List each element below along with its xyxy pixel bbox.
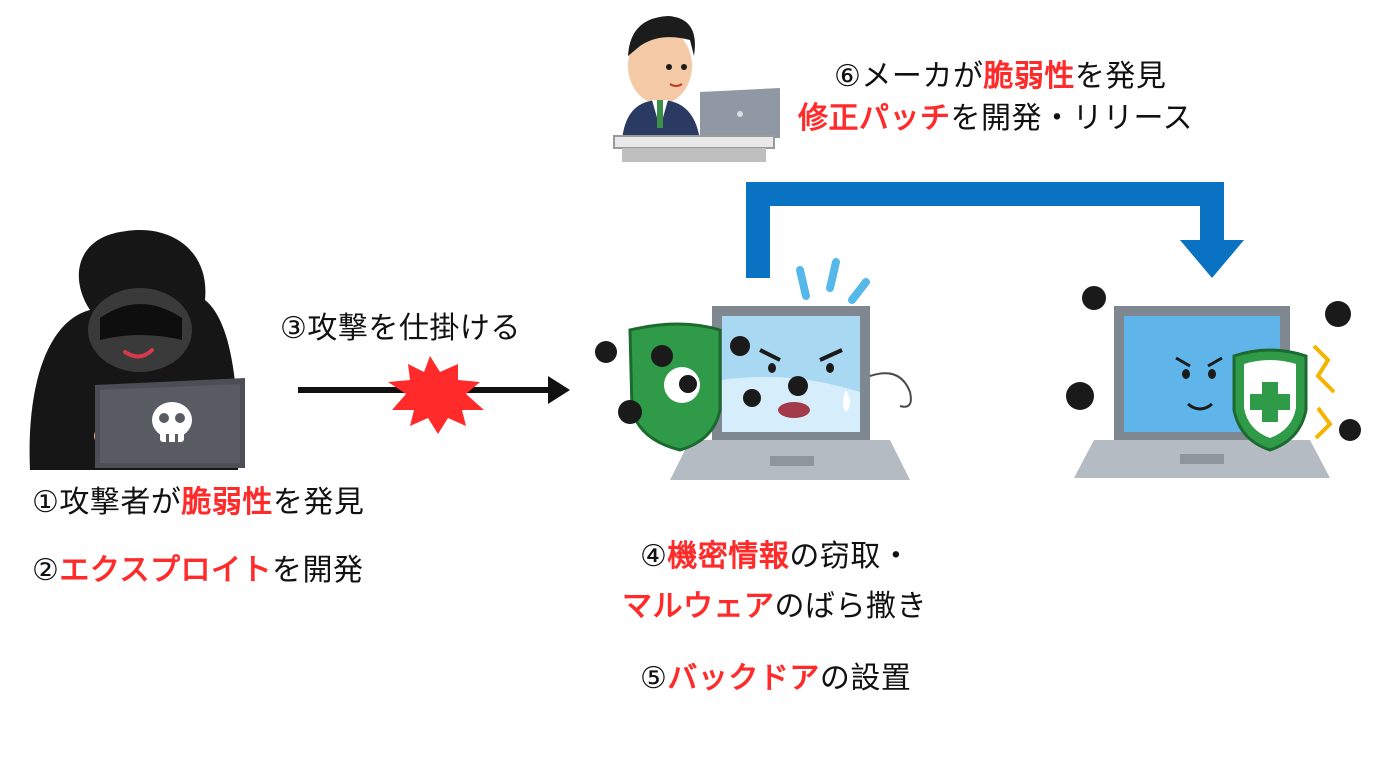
victim-step4-suffix: の窃取・: [789, 539, 912, 574]
malware-virus-icon: [595, 336, 808, 424]
attack-burst-icon: [388, 356, 484, 434]
hacker-step2-suffix: を開発: [272, 553, 364, 588]
victim-step4-line2-highlight: マルウェア: [622, 589, 775, 624]
maker-line2-suffix: を開発・リリース: [950, 101, 1193, 136]
victim-step4-line2: マルウェアのばら撒き: [622, 592, 927, 622]
hacker-step2-prefix: ②: [32, 553, 60, 588]
hacker-step2: ②エクスプロイトを開発: [32, 556, 364, 586]
victim-step5-highlight: バックドア: [667, 661, 820, 696]
infected-laptop-illustration: [595, 258, 912, 480]
hacker-step1: ①攻撃者が脆弱性を発見: [32, 488, 364, 518]
maker-line1-highlight: 脆弱性: [983, 59, 1075, 94]
hacker-step2-highlight: エクスプロイト: [59, 553, 273, 588]
maker-line1-suffix: を発見: [1074, 59, 1167, 94]
shield-icon: [628, 322, 722, 452]
skull-icon: [152, 402, 192, 442]
hacker-step1-suffix: を発見: [272, 485, 365, 520]
victim-step5-suffix: の設置: [819, 661, 912, 696]
maker-line1: ⑥メーカが脆弱性を発見: [834, 62, 1166, 92]
hacker-step1-prefix: ①攻撃者が: [32, 485, 182, 520]
maker-line2: 修正パッチを開発・リリース: [798, 104, 1193, 134]
victim-step4-highlight: 機密情報: [667, 539, 790, 574]
victim-step5: ⑤バックドアの設置: [640, 664, 911, 694]
attack-label: ③攻撃を仕掛ける: [280, 311, 521, 346]
victim-step4-line2-suffix: のばら撒き: [774, 589, 927, 624]
victim-step4-prefix: ④: [640, 539, 668, 574]
victim-step5-prefix: ⑤: [640, 661, 668, 696]
hacker-illustration: [29, 229, 245, 470]
malware-virus-icon: [1066, 286, 1361, 441]
maker-line1-prefix: ⑥メーカが: [834, 59, 984, 94]
patch-arrow: [746, 182, 1244, 278]
hacker-step1-highlight: 脆弱性: [181, 485, 273, 520]
maker-line2-highlight: 修正パッチ: [798, 101, 951, 136]
victim-step4-line1: ④機密情報の窃取・: [640, 542, 911, 572]
developer-illustration: [613, 16, 780, 162]
protected-laptop-illustration: [1066, 286, 1361, 478]
attack-arrow: [298, 356, 570, 434]
